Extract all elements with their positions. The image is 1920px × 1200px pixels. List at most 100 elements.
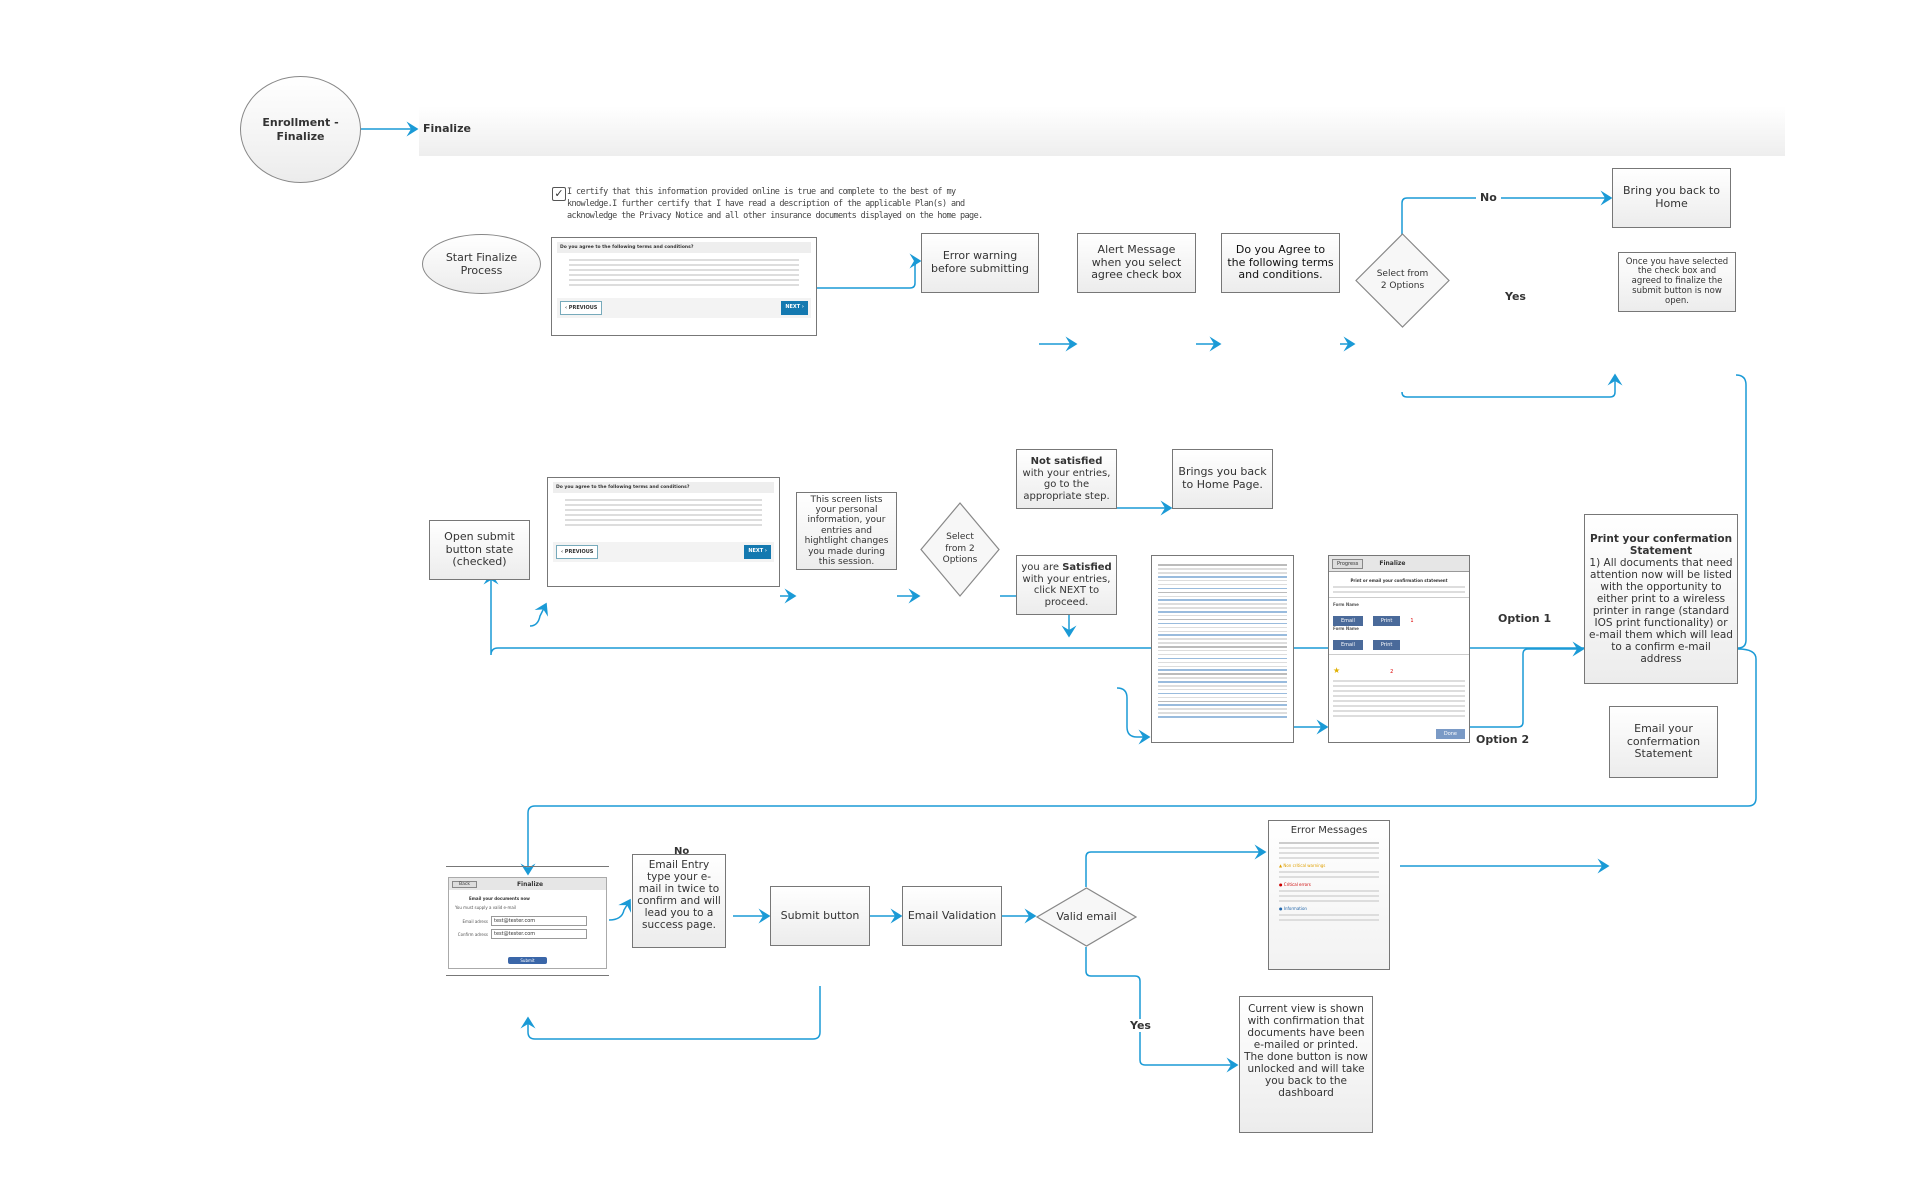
arrow-emailscreen-entry: [608, 898, 632, 921]
agree-terms-node: Do you Agree to the following terms and …: [1221, 233, 1340, 293]
start-node: Start Finalize Process: [422, 234, 541, 294]
previous-button[interactable]: ‹ PREVIOUS: [556, 545, 599, 559]
email-button[interactable]: Email: [1333, 640, 1363, 650]
arrow-once-opensubmit: [483, 374, 1747, 656]
summary-row: [1158, 611, 1287, 613]
summary-row: [1158, 638, 1287, 640]
confirm-email-input[interactable]: test@tester.com: [491, 929, 587, 939]
yes-label-2: Yes: [1126, 1019, 1155, 1032]
done-button[interactable]: Done: [1435, 729, 1465, 739]
confirm-label: Confirm adress: [457, 931, 488, 937]
terms-title: Do you agree to the following terms and …: [557, 242, 811, 253]
terms-screenshot-checked: Do you agree to the following terms and …: [547, 477, 780, 587]
summary-row: [1158, 607, 1287, 609]
summary-row: [1158, 642, 1287, 644]
summary-row: [1158, 712, 1287, 714]
next-button[interactable]: NEXT ›: [744, 545, 771, 559]
summary-row: [1158, 564, 1287, 566]
next-button[interactable]: NEXT ›: [781, 301, 808, 315]
summary-row: [1158, 599, 1287, 601]
summary-row: [1158, 685, 1287, 687]
screen-lists-node: This screen lists your personal informat…: [796, 492, 897, 570]
form-name-label: Form Name: [1333, 602, 1359, 607]
node-label: Bring you back to Home: [1623, 184, 1720, 210]
critical-label: Critical errors: [1283, 882, 1311, 887]
summary-row: [1158, 653, 1287, 656]
node-label: Open submit button state (checked): [444, 530, 515, 569]
node-label: Error warning before submitting: [931, 249, 1029, 275]
summary-row: [1158, 649, 1287, 652]
summary-row: [1158, 646, 1287, 648]
node-label: Email Validation: [907, 908, 997, 922]
node-label: Submit button: [780, 908, 860, 922]
once-selected-node: Once you have selected the check box and…: [1618, 252, 1736, 312]
email-label: Email adress: [462, 918, 488, 924]
progress-button[interactable]: Progress: [1332, 558, 1364, 569]
no-label: No: [1476, 191, 1501, 204]
select-options-decision-2: Select from 2 Options: [920, 502, 1000, 597]
node-label: Current view is shown with confirmation …: [1244, 1003, 1368, 1100]
star-icon: ★: [1333, 666, 1341, 675]
error-warning-node: Error warning before submitting: [921, 233, 1039, 293]
summary-row: [1158, 614, 1287, 617]
summary-row: [1158, 583, 1287, 586]
brings-home-node: Brings you back to Home Page.: [1172, 449, 1273, 509]
arrow-print-email: [520, 648, 1757, 876]
print-button[interactable]: Print: [1372, 640, 1401, 650]
submit-button[interactable]: Submit: [508, 957, 547, 964]
summary-row: [1158, 634, 1287, 636]
node-label: you are Satisfied with your entries, cli…: [1021, 562, 1112, 608]
summary-row: [1158, 677, 1287, 679]
arrow-screen1-error: [817, 253, 922, 289]
summary-row: [1158, 576, 1287, 578]
not-satisfied-node: Not satisfied with your entries, go to t…: [1016, 449, 1117, 509]
arrow-no: [1401, 190, 1613, 292]
error-messages-screenshot: Error Messages ▲ Non critical warnings ●…: [1268, 820, 1390, 970]
error-messages-title: Error Messages: [1290, 825, 1368, 836]
summary-row: [1158, 704, 1287, 706]
arrow-valid-yes: [1085, 947, 1239, 1073]
email-validation-node: Email Validation: [902, 886, 1002, 946]
arrow-option1: [1470, 641, 1585, 728]
form-name-label: Form Name: [1333, 626, 1359, 631]
email-input[interactable]: test@tester.com: [491, 916, 587, 926]
page-title: Finalize: [423, 122, 471, 135]
warning-icon: ▲: [1279, 863, 1283, 868]
node-label: Enrollment - Finalize: [262, 116, 339, 143]
finalize-screenshot: Progress Finalize Print or email your co…: [1328, 555, 1470, 743]
summary-row: [1158, 708, 1287, 710]
decision-label: Valid email: [1056, 909, 1117, 923]
summary-screenshot: [1151, 555, 1294, 743]
summary-row: [1158, 681, 1287, 683]
summary-row: [1158, 587, 1287, 590]
email-screenshot: Back Finalize Email your documents now Y…: [446, 866, 609, 976]
summary-row: [1158, 669, 1287, 671]
select-options-decision: Select from 2 Options: [1355, 233, 1450, 328]
summary-row: [1158, 622, 1287, 625]
error-icon: ●: [1279, 882, 1283, 887]
option-2-label: Option 2: [1472, 733, 1534, 746]
back-home-node: Bring you back to Home: [1612, 168, 1731, 228]
summary-row: [1158, 618, 1287, 621]
arrow-satisfied-summary: [1116, 687, 1151, 745]
info-icon: ●: [1279, 906, 1283, 911]
terms-title: Do you agree to the following terms and …: [553, 482, 774, 493]
option-1-label: Option 1: [1494, 612, 1556, 625]
arrow-valid-error: [1085, 844, 1267, 887]
summary-row: [1158, 579, 1287, 582]
email-button[interactable]: Email: [1333, 616, 1363, 626]
header-band: Finalize: [419, 106, 1785, 156]
back-button[interactable]: Back: [452, 880, 477, 888]
summary-row: [1158, 626, 1287, 629]
screen-title: Finalize: [1379, 560, 1406, 567]
print-button[interactable]: Print: [1372, 616, 1401, 626]
previous-button[interactable]: ‹ PREVIOUS: [560, 301, 603, 315]
summary-row: [1158, 572, 1287, 574]
enrollment-finalize-node: Enrollment - Finalize: [240, 76, 361, 183]
summary-row: [1158, 700, 1287, 703]
yes-label: Yes: [1501, 290, 1530, 303]
checkbox-checked-icon[interactable]: ✓: [552, 187, 566, 201]
summary-row: [1158, 603, 1287, 605]
